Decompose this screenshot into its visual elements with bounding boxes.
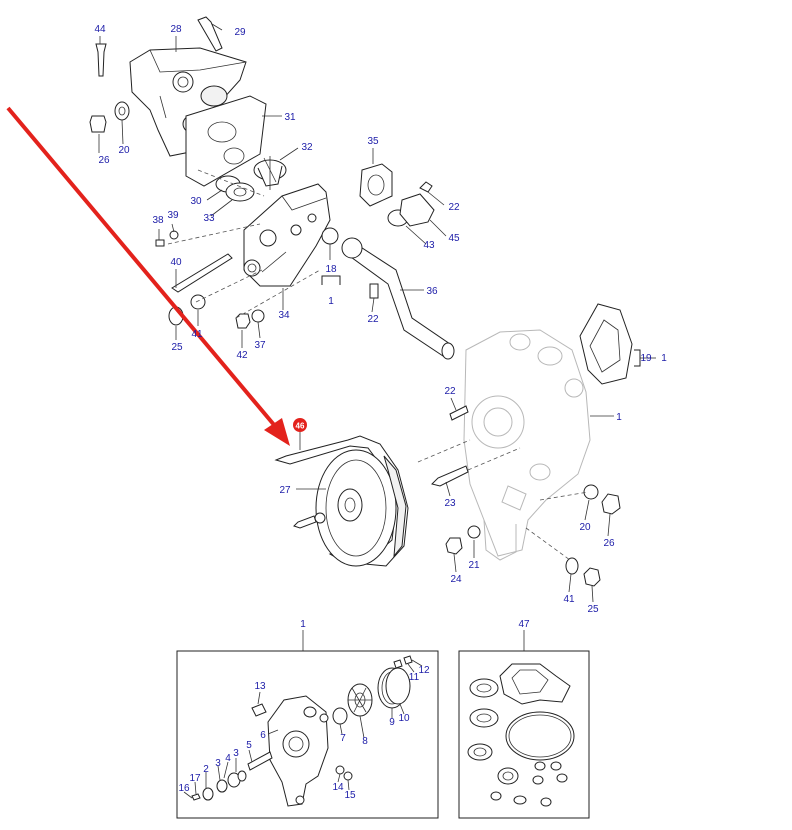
bolt-40 xyxy=(171,253,233,293)
label-45: 45 xyxy=(448,233,460,244)
label-15: 15 xyxy=(344,790,356,801)
label-25-upper: 25 xyxy=(171,342,183,353)
plug-25-lower xyxy=(583,567,601,587)
label-2: 2 xyxy=(203,764,209,775)
highlight-badge-46: 46 xyxy=(293,418,307,450)
label-42: 42 xyxy=(236,350,248,361)
label-13: 13 xyxy=(254,681,266,692)
thermostat-housing-34 xyxy=(243,183,331,287)
label-18: 18 xyxy=(325,264,337,275)
label-10: 10 xyxy=(398,713,410,724)
washer-20-top xyxy=(114,101,130,121)
label-26-top: 26 xyxy=(98,155,110,166)
label-17: 17 xyxy=(189,773,201,784)
washer-39 xyxy=(169,230,179,240)
part-labels-upper: 44 28 29 26 20 31 32 30 33 35 22 43 45 3… xyxy=(94,24,667,615)
gasket-35 xyxy=(359,163,393,207)
label-4: 4 xyxy=(225,753,231,764)
plug-42 xyxy=(235,313,251,329)
label-41-lower: 41 xyxy=(563,594,575,605)
label-25-lower: 25 xyxy=(587,604,599,615)
label-40: 40 xyxy=(170,257,182,268)
label-29: 29 xyxy=(234,27,246,38)
plug-26-right xyxy=(601,493,621,515)
label-22-right: 22 xyxy=(444,386,456,397)
water-pump-ghost xyxy=(463,329,591,561)
label-9: 9 xyxy=(389,717,395,728)
label-23: 23 xyxy=(444,498,456,509)
thermostat-32 xyxy=(253,156,287,190)
label-27: 27 xyxy=(279,485,291,496)
o-ring-18 xyxy=(321,227,339,245)
label-24: 24 xyxy=(450,574,462,585)
bolt-44 xyxy=(95,43,107,77)
label-5: 5 xyxy=(246,740,252,751)
label-41-upper: 41 xyxy=(191,329,203,340)
bracket-19 xyxy=(634,349,656,367)
bolt-22-mid xyxy=(369,283,379,299)
label-47: 47 xyxy=(518,619,530,630)
label-21: 21 xyxy=(468,560,480,571)
label-12: 12 xyxy=(418,665,430,676)
label-20-top: 20 xyxy=(118,145,130,156)
cover-45 xyxy=(399,193,435,227)
label-44: 44 xyxy=(94,24,106,35)
label-11: 11 xyxy=(409,672,420,683)
label-43: 43 xyxy=(423,240,435,251)
washer-20-right xyxy=(583,484,599,500)
label-34: 34 xyxy=(278,310,290,321)
bolt-22-right xyxy=(449,405,469,421)
label-22-mid: 22 xyxy=(367,314,379,325)
label-3-b: 3 xyxy=(233,748,239,759)
label-8: 8 xyxy=(362,736,368,747)
bracket-18 xyxy=(321,275,341,285)
label-28: 28 xyxy=(170,24,182,35)
gasket-31 xyxy=(185,95,267,187)
label-3-a: 3 xyxy=(215,758,221,769)
leader-lines xyxy=(98,23,614,603)
label-32: 32 xyxy=(301,142,313,153)
inset-box-gasket-kit: 47 xyxy=(458,619,590,819)
label-1-box: 1 xyxy=(300,619,306,630)
label-31: 31 xyxy=(284,112,296,123)
pipe-36 xyxy=(341,237,455,360)
bolt-22-top xyxy=(419,181,433,193)
label-30: 30 xyxy=(190,196,202,207)
label-19: 19 xyxy=(640,353,652,364)
bolt-pulley xyxy=(293,512,326,529)
label-37: 37 xyxy=(254,340,266,351)
washer-41-upper xyxy=(190,294,206,310)
washer-37 xyxy=(251,309,265,323)
label-39: 39 xyxy=(167,210,179,221)
label-16: 16 xyxy=(178,783,190,794)
label-35: 35 xyxy=(367,136,379,147)
label-1-main: 1 xyxy=(616,412,622,423)
label-1-19: 1 xyxy=(661,353,667,364)
plug-26-top xyxy=(89,115,107,133)
bolt-23 xyxy=(431,465,469,487)
label-7: 7 xyxy=(340,733,346,744)
gasket-19 xyxy=(579,303,633,385)
thermostat-33 xyxy=(225,182,255,202)
washer-21 xyxy=(467,525,481,539)
label-33: 33 xyxy=(203,213,215,224)
inset-box-pump-kit: 1 xyxy=(176,619,439,819)
screw-38 xyxy=(155,239,165,247)
washer-41-lower xyxy=(565,557,579,575)
pulley-27 xyxy=(274,435,409,567)
label-38: 38 xyxy=(152,215,164,226)
label-26-right: 26 xyxy=(603,538,615,549)
label-20-right: 20 xyxy=(579,522,591,533)
label-46: 46 xyxy=(296,422,305,431)
label-22-top: 22 xyxy=(448,202,460,213)
plug-24 xyxy=(445,537,463,555)
label-1-18: 1 xyxy=(328,296,334,307)
pointer-arrow xyxy=(6,106,290,446)
label-14: 14 xyxy=(332,782,344,793)
label-36: 36 xyxy=(426,286,438,297)
bolt-29 xyxy=(197,16,223,52)
label-6: 6 xyxy=(260,730,266,741)
